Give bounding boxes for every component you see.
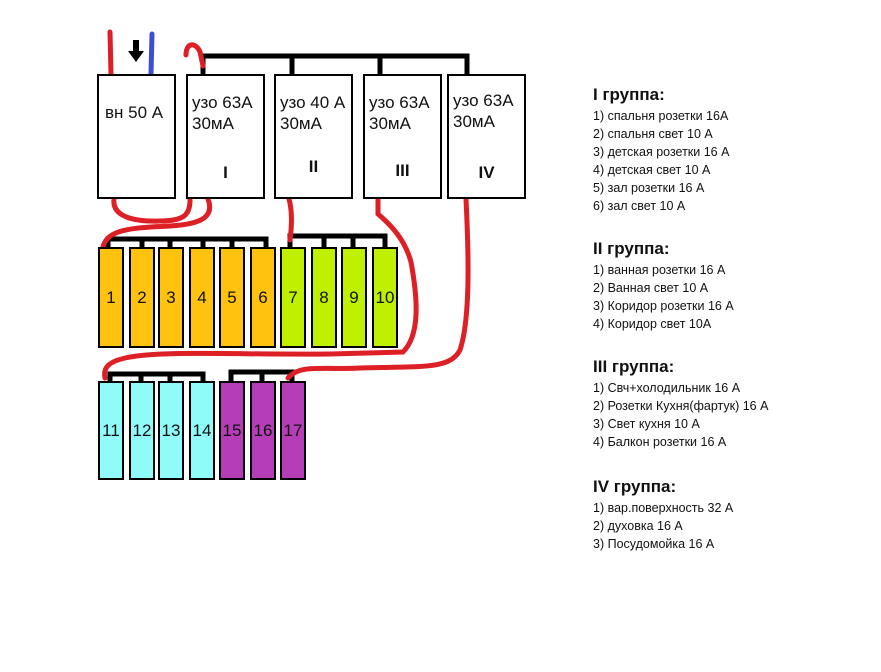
legend-item: 1) Свч+холодильник 16 А [593,381,741,395]
breaker-number: 4 [197,287,207,307]
breaker: 17 [280,381,306,480]
legend-item: 4) Балкон розетки 16 А [593,435,727,449]
arrow-down-icon [128,40,144,62]
rcd-label: узо 40 А 30мА [280,93,346,133]
group-number: IV [478,163,495,182]
breaker-number: 10 [375,287,395,307]
legend-item: 3) Коридор розетки 16 А [593,299,734,313]
bus-group-II [287,233,388,247]
main-switch-label: вн 50 А [105,103,164,122]
neutral-bus-top [200,53,470,77]
legend-title: IV группа: [593,477,677,496]
legend-title: II группа: [593,239,670,258]
breaker: 2 [129,247,155,348]
rcd-label: узо 63А 30мА [192,93,253,133]
rcd-IV: узо 63А 30мА IV [447,74,526,199]
legend-item: 2) Ванная свет 10 А [593,281,709,295]
breaker-number: 15 [222,420,242,440]
legend-title: III группа: [593,357,675,376]
breaker-number: 7 [288,287,298,307]
wire-main-to-rcd-I [111,196,193,224]
breaker-number: 6 [258,287,268,307]
legend-item: 5) зал розетки 16 А [593,181,705,195]
breaker-number: 9 [349,287,359,307]
legend-item: 2) Розетки Кухня(фартук) 16 А [593,399,769,413]
breaker-number: 17 [283,420,303,440]
breaker-number: 11 [102,420,120,440]
bus-group-I [105,236,269,247]
breaker: 1 [98,247,124,348]
breaker: 5 [219,247,245,348]
neutral-input-wire [148,31,155,77]
legend-group-III: III группа: 1) Свч+холодильник 16 А 2) Р… [593,356,768,451]
legend-group-IV: IV группа: 1) вар.поверхность 32 А 2) ду… [593,476,733,553]
jumper-wire [183,42,206,69]
wire-rcd-III-to-group-III [102,196,419,381]
legend-item: 4) детская свет 10 А [593,163,711,177]
legend-item: 1) ванная розетки 16 А [593,263,726,277]
breaker: 16 [250,381,276,480]
legend-group-II: II группа: 1) ванная розетки 16 А 2) Ван… [593,238,734,333]
rcd-II: узо 40 А 30мА II [274,74,353,199]
breaker: 6 [250,247,276,348]
main-switch: вн 50 А [97,74,176,199]
breaker: 14 [189,381,215,480]
legend-item: 3) детская розетки 16 А [593,145,730,159]
legend-item: 3) Посудомойка 16 А [593,537,715,551]
breaker-number: 16 [253,420,273,440]
legend-title: I группа: [593,85,665,104]
breaker: 15 [219,381,245,480]
breaker: 8 [311,247,337,348]
bus-group-IV [228,369,295,381]
breaker: 4 [189,247,215,348]
legend-item: 2) спальня свет 10 А [593,127,713,141]
breaker-number: 1 [106,287,116,307]
phase-input-wire [107,29,114,77]
wire-rcd-IV-to-group-IV [285,196,471,381]
breaker-number: 8 [319,287,329,307]
group-number: II [308,157,319,176]
group-number: I [223,163,228,182]
legend-item: 4) Коридор свет 10А [593,317,712,331]
group-number: III [395,161,410,180]
rcd-label: узо 63А 30мА [453,91,514,131]
breaker-number: 13 [161,420,181,440]
rcd-label: узо 63А 30мА [369,93,430,133]
legend-item: 1) вар.поверхность 32 А [593,501,734,515]
breaker: 10 [372,247,398,348]
wire-rcd-II-to-group-II [286,196,294,243]
breaker-number: 12 [132,420,152,440]
breaker: 3 [158,247,184,348]
breaker: 13 [158,381,184,480]
breaker-number: 5 [227,287,237,307]
breaker: 12 [129,381,155,480]
bus-group-III [107,371,206,381]
rcd-III: узо 63А 30мА III [363,74,442,199]
breaker: 9 [341,247,367,348]
breaker: 11 [98,381,124,480]
breaker: 7 [280,247,306,348]
breaker-number: 2 [137,287,147,307]
legend-item: 1) спальня розетки 16А [593,109,729,123]
rcd-I: узо 63А 30мА I [186,74,265,199]
legend-item: 2) духовка 16 А [593,519,683,533]
breaker-number: 14 [192,420,212,440]
legend-group-I: I группа: 1) спальня розетки 16А 2) спал… [593,84,729,215]
breaker-number: 3 [166,287,176,307]
legend-item: 3) Свет кухня 10 А [593,417,700,431]
wire-rcd-I-to-group-I [99,196,213,255]
legend-item: 6) зал свет 10 А [593,199,686,213]
